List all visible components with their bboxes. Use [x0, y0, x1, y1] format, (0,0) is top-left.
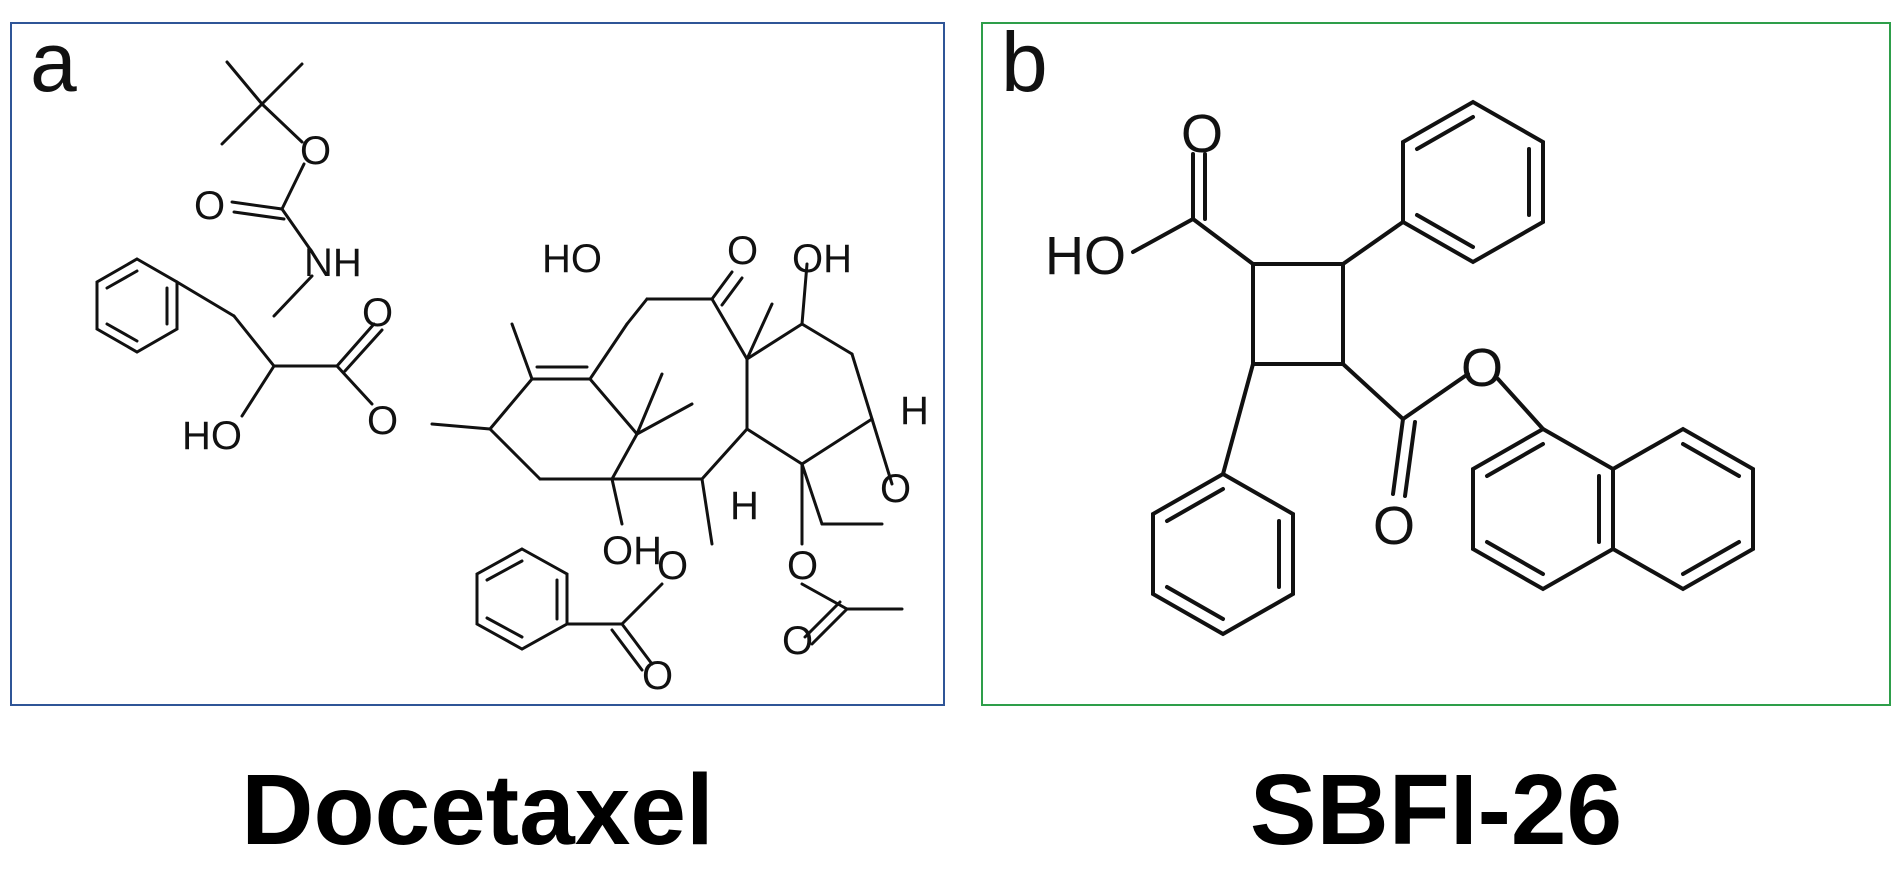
atom-label: O: [642, 654, 673, 698]
atom-label: O: [1461, 338, 1503, 398]
atom-label: O: [1181, 104, 1223, 164]
atom-label: HO: [182, 414, 242, 458]
atom-label: O: [657, 544, 688, 588]
atom-label: OH: [792, 237, 852, 281]
atom-label: O: [727, 229, 758, 273]
panel-a-docetaxel: a: [10, 15, 945, 706]
atom-label: O: [880, 467, 911, 511]
atom-label: NH: [304, 241, 362, 285]
cyclobutane-ring: [1251, 262, 1345, 366]
ester-group: [1341, 362, 1545, 498]
benzoate-group: [475, 547, 664, 672]
atom-label: O: [787, 544, 818, 588]
atom-label: O: [194, 184, 225, 228]
compound-name-docetaxel: Docetaxel: [241, 754, 714, 866]
atom-label: H: [900, 389, 929, 433]
panel-b-sbfi-26: b: [981, 15, 1891, 706]
panel-letter-b: b: [1001, 15, 1048, 109]
sbfi-26-structure: O HO O O: [1045, 99, 1755, 637]
tert-butyl-group: [220, 60, 304, 146]
atom-label: HO: [542, 237, 602, 281]
compound-name-sbfi-26: SBFI-26: [1249, 754, 1623, 866]
atom-label: O: [362, 291, 393, 335]
atom-label: O: [300, 129, 331, 173]
atom-label: O: [1373, 496, 1415, 556]
carboxylic-acid-group: [1131, 152, 1255, 266]
carbamate-group: [230, 162, 314, 318]
naphthalene-ring: [1471, 426, 1755, 592]
taxane-core: [488, 262, 904, 646]
docetaxel-structure: O O NH O HO O HO O OH H O OH O O O H O: [95, 60, 929, 698]
atom-label: HO: [1045, 226, 1126, 286]
phenyl-ring-side-chain: [95, 257, 492, 431]
phenyl-ring-top: [1341, 99, 1545, 266]
phenyl-ring-bottom: [1151, 362, 1295, 637]
atom-label: O: [367, 399, 398, 443]
atom-label: O: [782, 619, 813, 663]
panel-letter-a: a: [30, 15, 77, 109]
atom-label: H: [730, 484, 759, 528]
atom-label: OH: [602, 529, 662, 573]
